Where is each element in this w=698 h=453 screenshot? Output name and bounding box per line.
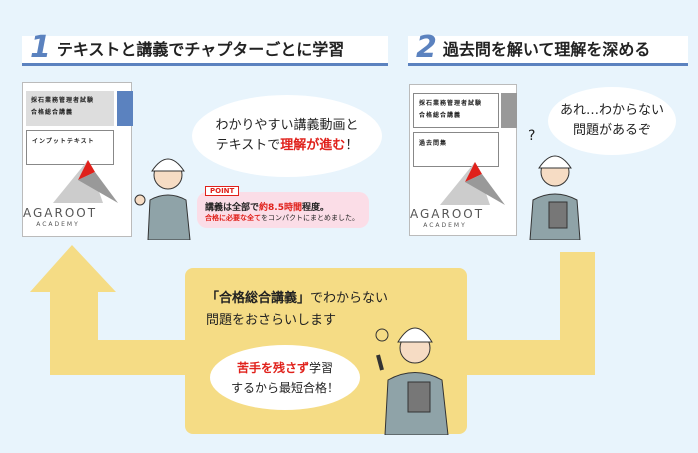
point-box: POINT 講義は全部で約8.5時間程度。 合格に必要な全てをコンパクトにまとめ…	[197, 186, 369, 228]
input-text-book: 採石業務管理者試験合格総合講義 インプットテキスト AGAROOT ACADEM…	[22, 82, 133, 237]
agaroot-logo: AGAROOT	[23, 206, 98, 220]
agaroot-logo: AGAROOT	[410, 207, 485, 221]
step-title: 過去問を解いて理解を深める	[442, 40, 651, 59]
step-title: テキストと講義でチャプターごとに学習	[56, 40, 345, 59]
step-number: 2	[416, 30, 437, 65]
review-text: 「合格総合講義」でわからない 問題をおさらいします	[206, 291, 389, 328]
book-title: 採石業務管理者試験合格総合講義	[413, 93, 499, 128]
step-1-heading: 1 テキストと講義でチャプターごとに学習	[22, 30, 388, 66]
thought-bubble-confused: あれ…わからない問題があるぞ	[548, 87, 676, 155]
speech-bubble-understanding: わかりやすい講義動画と テキストで理解が進む！	[192, 95, 382, 177]
logo-triangle-icon	[53, 160, 118, 203]
academy-label: ACADEMY	[36, 221, 80, 228]
logo-triangle-icon	[440, 162, 505, 205]
past-exam-book: 採石業務管理者試験合格総合講義 過去問集 AGAROOT ACADEMY	[409, 84, 517, 236]
step-2-heading: 2 過去問を解いて理解を深める	[408, 30, 688, 66]
book-spine-color	[501, 93, 517, 128]
book-title: 採石業務管理者試験合格総合講義	[26, 91, 114, 126]
worker-pointing-illustration	[375, 327, 449, 435]
worker-thinking-illustration	[529, 155, 581, 240]
academy-label: ACADEMY	[423, 222, 467, 229]
worker-ok-sign-illustration	[134, 158, 191, 240]
cloud-bubble-shortest-pass: 苦手を残さず学習 するから最短合格！	[210, 345, 360, 410]
bubble-text: わかりやすい講義動画と	[215, 118, 359, 133]
lightbulb-icon	[375, 328, 389, 342]
book-subtitle: インプットテキスト	[26, 130, 114, 165]
point-badge: POINT	[205, 186, 240, 196]
question-mark-icon: ?	[528, 128, 536, 144]
book-subtitle: 過去問集	[413, 132, 499, 167]
book-spine-color	[117, 91, 133, 126]
step-number: 1	[30, 30, 51, 65]
